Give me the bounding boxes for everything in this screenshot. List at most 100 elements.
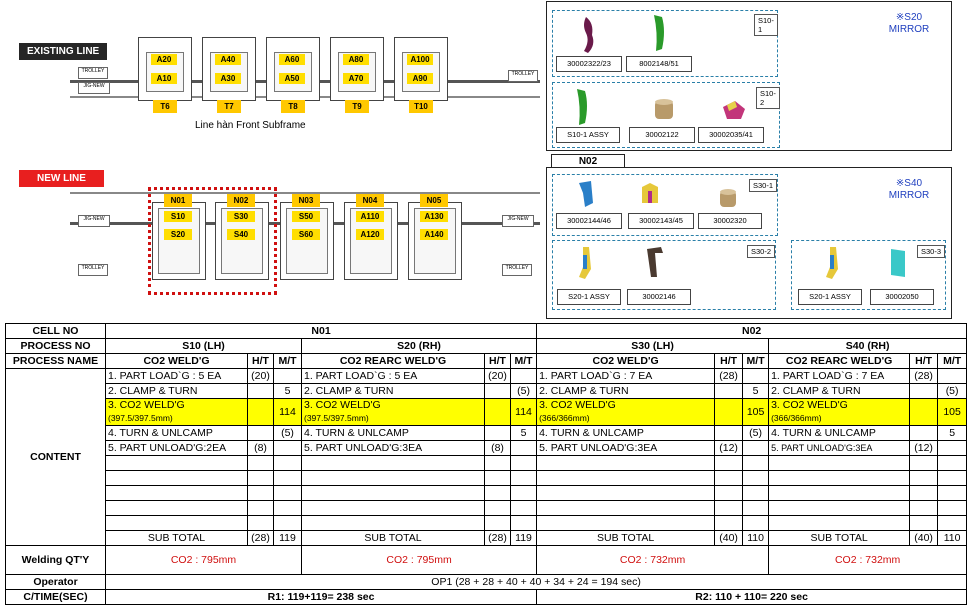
trolley-box: TROLLEY <box>502 264 532 276</box>
empty-cell <box>536 455 716 471</box>
empty-cell <box>247 485 274 501</box>
station-label: A130 <box>420 211 448 222</box>
empty-cell <box>301 500 485 516</box>
subtotal-ht: (40) <box>909 530 939 546</box>
mt-value: 5 <box>509 425 538 441</box>
part-number: S20-1 ASSY <box>798 289 862 305</box>
empty-cell <box>105 485 248 501</box>
content-text: 5. PART UNLOAD'G:3EA <box>536 440 716 456</box>
ht-header: H/T <box>484 353 511 369</box>
part-number: 30002143/45 <box>628 213 694 229</box>
station-head: N02 <box>227 194 255 207</box>
step-text: 3. CO2 WELD'G <box>771 399 848 411</box>
empty-cell <box>768 515 911 531</box>
mt-value <box>937 440 967 456</box>
empty-cell <box>484 500 511 516</box>
part-bushing-icon <box>720 189 736 207</box>
mirror-note: ※S40 MIRROR <box>888 178 930 201</box>
ht-value <box>909 383 939 399</box>
empty-cell <box>742 455 770 471</box>
step-text: 3. CO2 WELD'G <box>539 399 616 411</box>
empty-cell <box>484 485 511 501</box>
welding-qty: CO2 : 732mm <box>768 545 967 575</box>
content-text: 4. TURN & UNLCAMP <box>105 425 248 441</box>
ht-value <box>247 383 274 399</box>
ht-header: H/T <box>714 353 744 369</box>
station-label: A10 <box>151 73 177 84</box>
part-plate-icon <box>891 249 905 277</box>
step-subtext: (397.5/397.5mm) <box>108 413 173 423</box>
empty-cell <box>536 470 716 486</box>
content-text: 3. CO2 WELD'G (397.5/397.5mm) <box>105 398 248 426</box>
empty-cell <box>509 515 538 531</box>
empty-cell <box>273 470 302 486</box>
step-text: 5. PART UNLOAD'G:2EA <box>108 441 227 454</box>
empty-cell <box>937 485 967 501</box>
subtotal-mt: 110 <box>937 530 967 546</box>
step-text: 3. CO2 WELD'G <box>108 399 185 411</box>
station-label: S10 <box>164 211 192 222</box>
group-tag: S30-3 <box>917 245 945 258</box>
part-bracket-icon <box>584 17 594 53</box>
station-label: S60 <box>292 229 320 240</box>
empty-cell <box>768 455 911 471</box>
empty-cell <box>742 515 770 531</box>
step-text: 2. CLAMP & TURN <box>539 384 629 397</box>
content-text: 2. CLAMP & TURN <box>301 383 485 399</box>
ht-value <box>714 383 744 399</box>
empty-cell <box>768 500 911 516</box>
station-tag: T8 <box>281 100 305 113</box>
process-name: CO2 REARC WELD'G <box>768 353 911 369</box>
content-text: 3. CO2 WELD'G(366/366mm) <box>536 398 716 426</box>
ht-value: (20) <box>484 368 511 384</box>
station-label: A70 <box>343 73 369 84</box>
station-label: A20 <box>151 54 177 65</box>
part-number: 30002050 <box>870 289 934 305</box>
station-label: A140 <box>420 229 448 240</box>
content-text: 4. TURN & UNLCAMP <box>536 425 716 441</box>
mt-value: 5 <box>273 383 302 399</box>
empty-cell <box>509 455 538 471</box>
station-label: A90 <box>407 73 433 84</box>
content-text: 5. PART UNLOAD'G:3EA <box>768 440 911 456</box>
part-bracket-icon <box>579 181 593 207</box>
dashed-group-s30-2: S30-2 S20-1 ASSY 30002146 <box>552 240 776 310</box>
mt-value <box>273 368 302 384</box>
station-head: N01 <box>164 194 192 207</box>
jig-box: JIG-NEW <box>78 215 110 227</box>
subtotal-label: SUB TOTAL <box>536 530 716 546</box>
operator-value: OP1 (28 + 28 + 40 + 40 + 34 + 24 = 194 s… <box>104 574 967 590</box>
step-text: 1. PART LOAD`G : 5 EA <box>304 369 418 382</box>
step-text: 2. CLAMP & TURN <box>771 384 861 397</box>
empty-cell <box>937 515 967 531</box>
content-text: 3. CO2 WELD'G(366/366mm) <box>768 398 911 426</box>
existing-line-label: EXISTING LINE <box>19 43 108 60</box>
subtotal-ht: (28) <box>247 530 274 546</box>
part-number: 8002148/51 <box>626 56 692 72</box>
mt-header: M/T <box>509 353 538 369</box>
ht-value: (8) <box>247 440 274 456</box>
subtotal-mt: 110 <box>742 530 770 546</box>
station-head: N05 <box>420 194 448 207</box>
content-text: 4. TURN & UNLCAMP <box>768 425 911 441</box>
welding-qty: CO2 : 795mm <box>105 545 302 575</box>
mt-value <box>509 368 538 384</box>
empty-cell <box>714 500 744 516</box>
subtotal-mt: 119 <box>273 530 302 546</box>
part-number: 30002320 <box>698 213 762 229</box>
step-text: 5. PART UNLOAD'G:3EA <box>304 441 423 454</box>
cell-no: N01 <box>104 323 538 339</box>
empty-cell <box>105 455 248 471</box>
empty-cell <box>273 500 302 516</box>
empty-cell <box>247 500 274 516</box>
empty-cell <box>484 470 511 486</box>
subtotal-mt: 119 <box>509 530 538 546</box>
empty-cell <box>247 515 274 531</box>
